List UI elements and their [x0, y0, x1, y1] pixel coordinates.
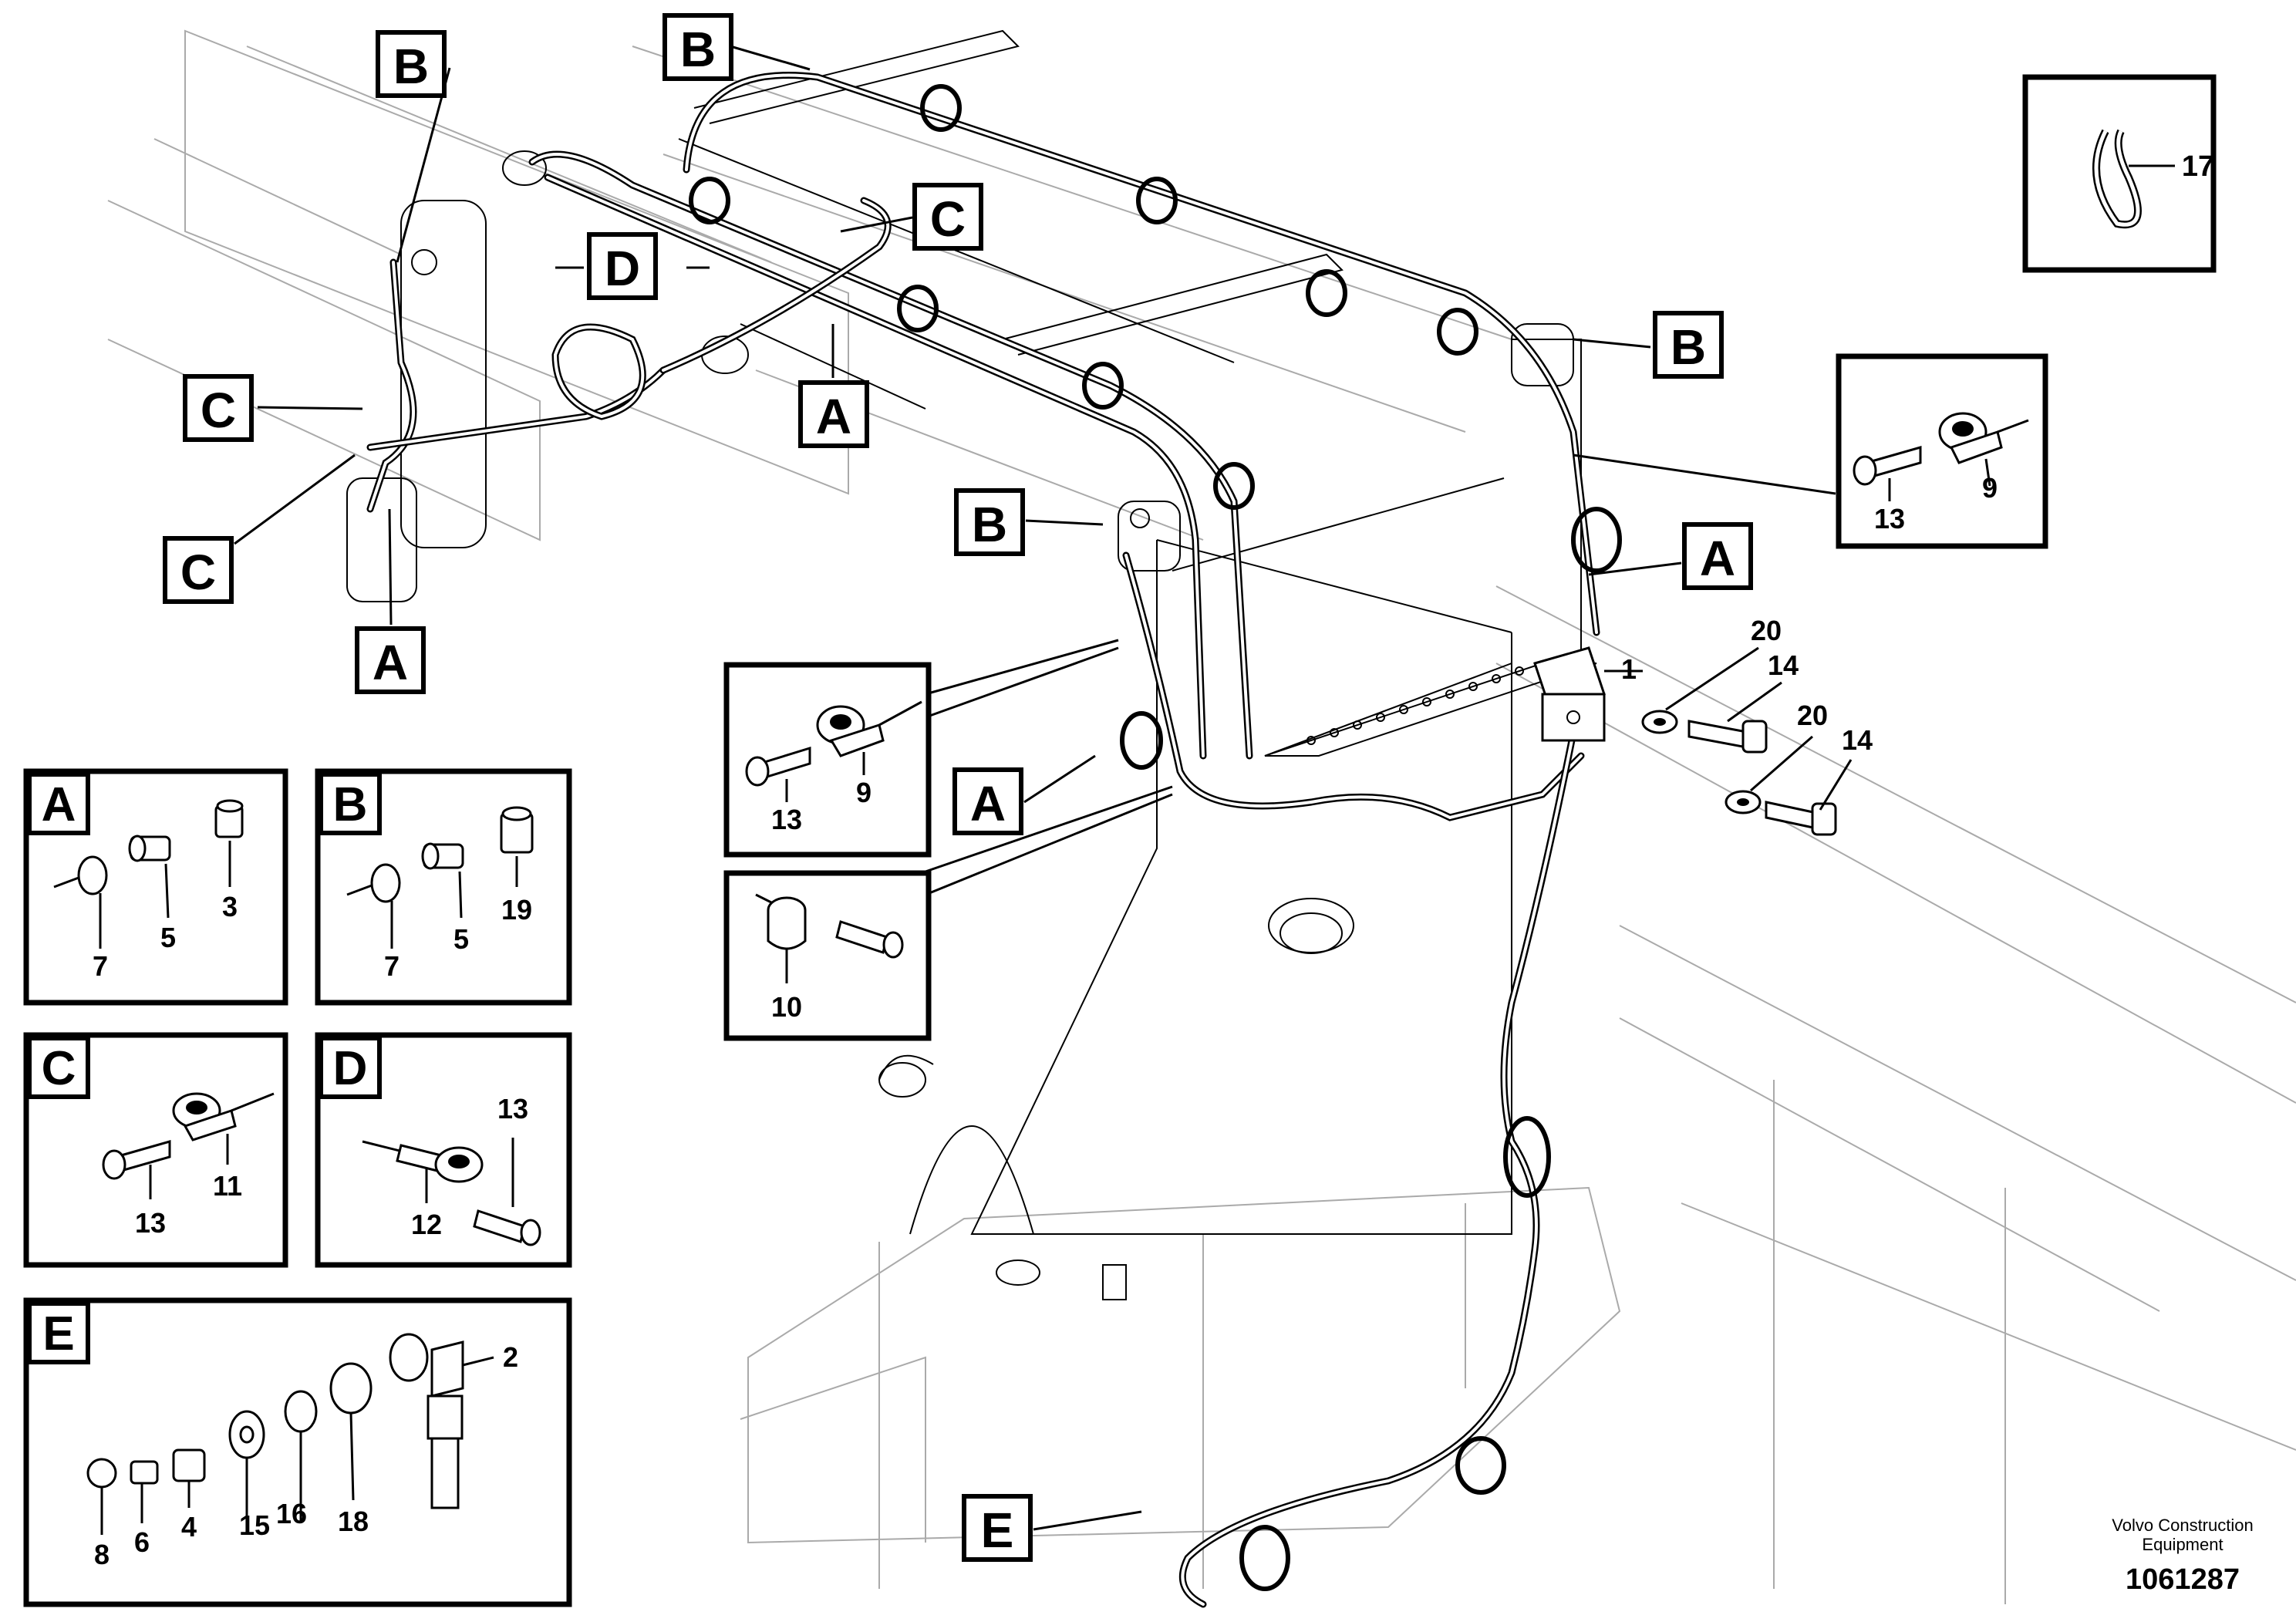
detail-a-part-3: 3 [222, 891, 238, 922]
detail-panel-b: B 7 5 19 [315, 768, 572, 1006]
callout-b-top-left: B [376, 30, 447, 98]
hydraulic-hose-routing [366, 72, 1622, 1608]
distribution-block [1533, 646, 1606, 742]
svg-text:E: E [981, 1502, 1014, 1558]
svg-text:B: B [393, 39, 429, 94]
svg-text:B: B [333, 778, 368, 831]
detail-e-part-2: 2 [503, 1341, 518, 1373]
callout-a-mid: A [952, 767, 1023, 835]
svg-text:B: B [972, 497, 1007, 552]
svg-text:A: A [816, 389, 851, 444]
detail-d-part-13: 13 [497, 1093, 528, 1125]
detail-a-part-7: 7 [93, 950, 108, 982]
inset-cable-tie-17: 17 [2022, 74, 2217, 273]
part-label-13-right: 13 [1874, 503, 1905, 534]
part-label-14-upper: 14 [1768, 649, 1799, 681]
svg-text:C: C [180, 545, 216, 600]
washer-bolt-lower [1725, 790, 1837, 836]
machine-background-structure [107, 29, 2296, 1604]
part-label-10: 10 [771, 991, 802, 1023]
detail-panel-c: C 13 11 [23, 1032, 288, 1268]
detail-c-part-13: 13 [135, 1207, 166, 1239]
svg-text:A: A [1700, 531, 1735, 586]
part-label-13-left: 13 [771, 804, 802, 835]
detail-panel-e: E 2 8 6 4 15 16 18 [23, 1297, 572, 1607]
part-label-1: 1 [1621, 653, 1637, 685]
detail-panel-d: D 12 13 [315, 1032, 572, 1268]
part-label-20-upper: 20 [1751, 615, 1782, 646]
callout-e: E [962, 1494, 1033, 1562]
main-part-labels: 1 20 14 20 14 [1621, 615, 1873, 756]
callout-c-left: C [183, 374, 254, 442]
plate-holes [1306, 666, 1524, 745]
part-label-17: 17 [2182, 150, 2214, 183]
inset-clamp-13-9-left: 13 9 [723, 662, 932, 858]
brand-line-2: Equipment [2142, 1535, 2223, 1554]
drawing-number: 1061287 [2126, 1563, 2240, 1596]
svg-text:A: A [42, 778, 76, 831]
detail-b-part-7: 7 [384, 950, 400, 982]
callout-a-center: A [798, 380, 869, 448]
detail-panel-a: A 7 5 3 [23, 768, 288, 1006]
detail-e-part-15: 15 [239, 1509, 270, 1541]
svg-text:C: C [201, 383, 236, 438]
svg-text:D: D [605, 241, 640, 296]
callout-a-left: A [355, 626, 426, 694]
part-label-9-left: 9 [856, 777, 872, 808]
svg-text:B: B [1671, 319, 1706, 375]
svg-text:A: A [970, 776, 1006, 831]
part-label-20-lower: 20 [1797, 700, 1828, 731]
inset-clamp-13-9-right: 13 9 [1836, 353, 2048, 549]
detail-e-part-16: 16 [276, 1498, 307, 1529]
detail-e-part-18: 18 [338, 1506, 369, 1537]
detail-e-part-6: 6 [134, 1526, 150, 1558]
callout-b-center: B [954, 488, 1025, 556]
svg-text:C: C [930, 191, 966, 247]
svg-text:D: D [333, 1042, 368, 1095]
detail-e-part-8: 8 [94, 1539, 110, 1570]
part-label-14-lower: 14 [1842, 724, 1873, 756]
inset-clamp-10: 10 [723, 870, 932, 1041]
svg-text:B: B [680, 22, 716, 77]
callout-a-right: A [1682, 522, 1753, 590]
washer-bolt-upper [1641, 710, 1768, 754]
detail-b-part-19: 19 [501, 894, 532, 926]
detail-c-part-11: 11 [213, 1170, 242, 1202]
detail-e-part-4: 4 [181, 1511, 197, 1543]
detail-d-part-12: 12 [411, 1209, 442, 1240]
callout-b-top-center: B [663, 13, 733, 81]
callout-b-right: B [1653, 311, 1724, 379]
leader-lines [234, 45, 1853, 1531]
svg-text:A: A [373, 635, 408, 690]
svg-text:E: E [42, 1307, 74, 1361]
footer-credit: Volvo Construction Equipment 1061287 [2112, 1516, 2253, 1596]
callout-c-upper: C [912, 183, 983, 251]
callout-c-lower-left: C [163, 536, 234, 604]
detail-a-part-5: 5 [160, 922, 176, 953]
svg-text:C: C [42, 1042, 76, 1095]
callout-d: D [587, 232, 658, 300]
detail-b-part-5: 5 [453, 923, 469, 955]
part-label-9-right: 9 [1982, 472, 1998, 504]
brand-line-1: Volvo Construction [2112, 1516, 2253, 1535]
